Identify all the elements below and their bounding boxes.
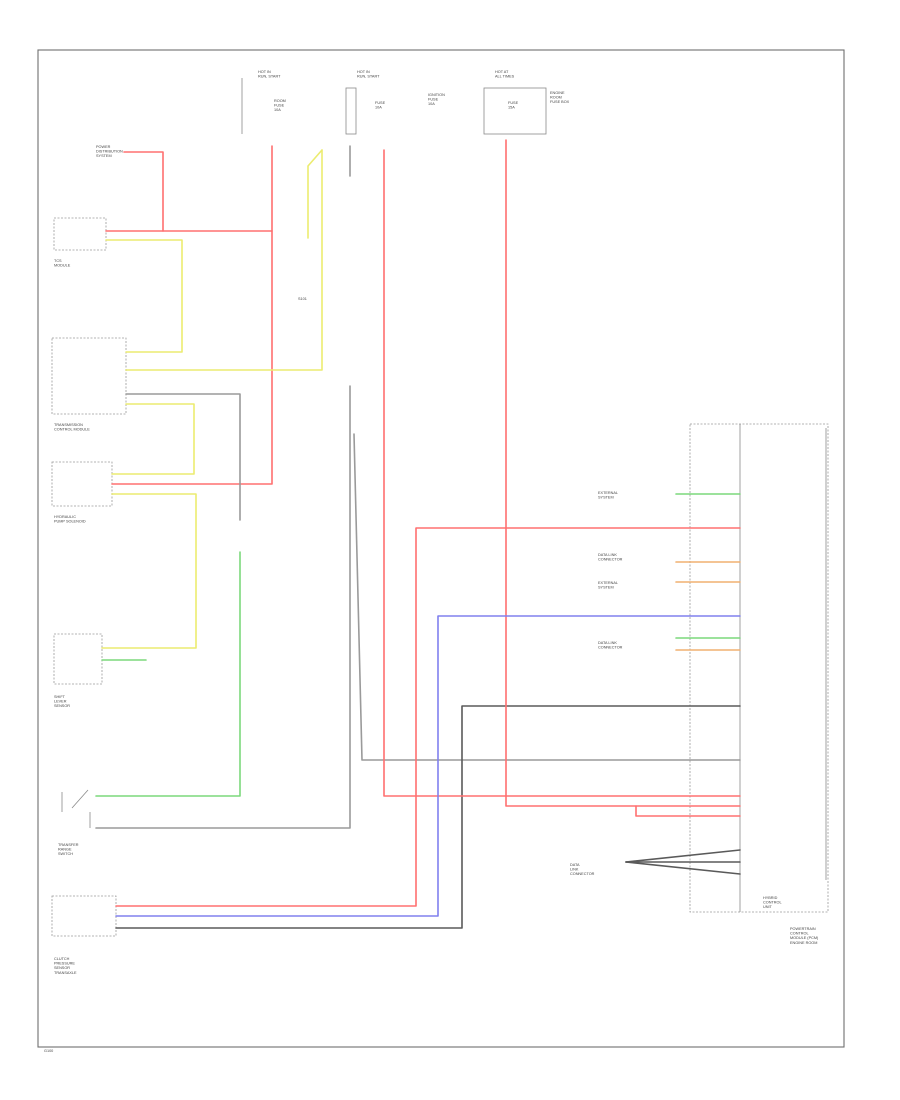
wire-gray-switch: [95, 385, 351, 829]
wire-red-fuse4: [505, 139, 741, 807]
wire-dark-clutch: [115, 705, 741, 929]
wire-green-switch: [95, 551, 241, 797]
wire-blue-clutch: [115, 615, 741, 917]
wire-gray-tcm: [125, 393, 241, 521]
wire-dark-dlc3: [625, 861, 741, 875]
wire-dark-dlc1: [625, 849, 741, 863]
wire-yellow-tcm: [111, 403, 195, 475]
wire-yellow-tcs: [105, 239, 183, 353]
wires: [95, 139, 741, 929]
wire-gray-long: [353, 433, 741, 761]
wire-yellow-shift: [101, 493, 197, 649]
wire-yellow-fuse2: [307, 149, 323, 239]
splice-label: S101: [298, 297, 307, 301]
wire-red-tcs: [105, 145, 273, 232]
wire-red-clutch: [115, 527, 741, 907]
wire-red-tcs-down: [111, 230, 273, 485]
wire-red-fuse3: [383, 149, 741, 797]
wire-yellow-long: [125, 149, 323, 371]
wire-red-power: [123, 151, 164, 232]
wire-red-short: [635, 805, 741, 817]
diagram-frame: [37, 49, 845, 1048]
ground-label: G100: [44, 1049, 53, 1053]
